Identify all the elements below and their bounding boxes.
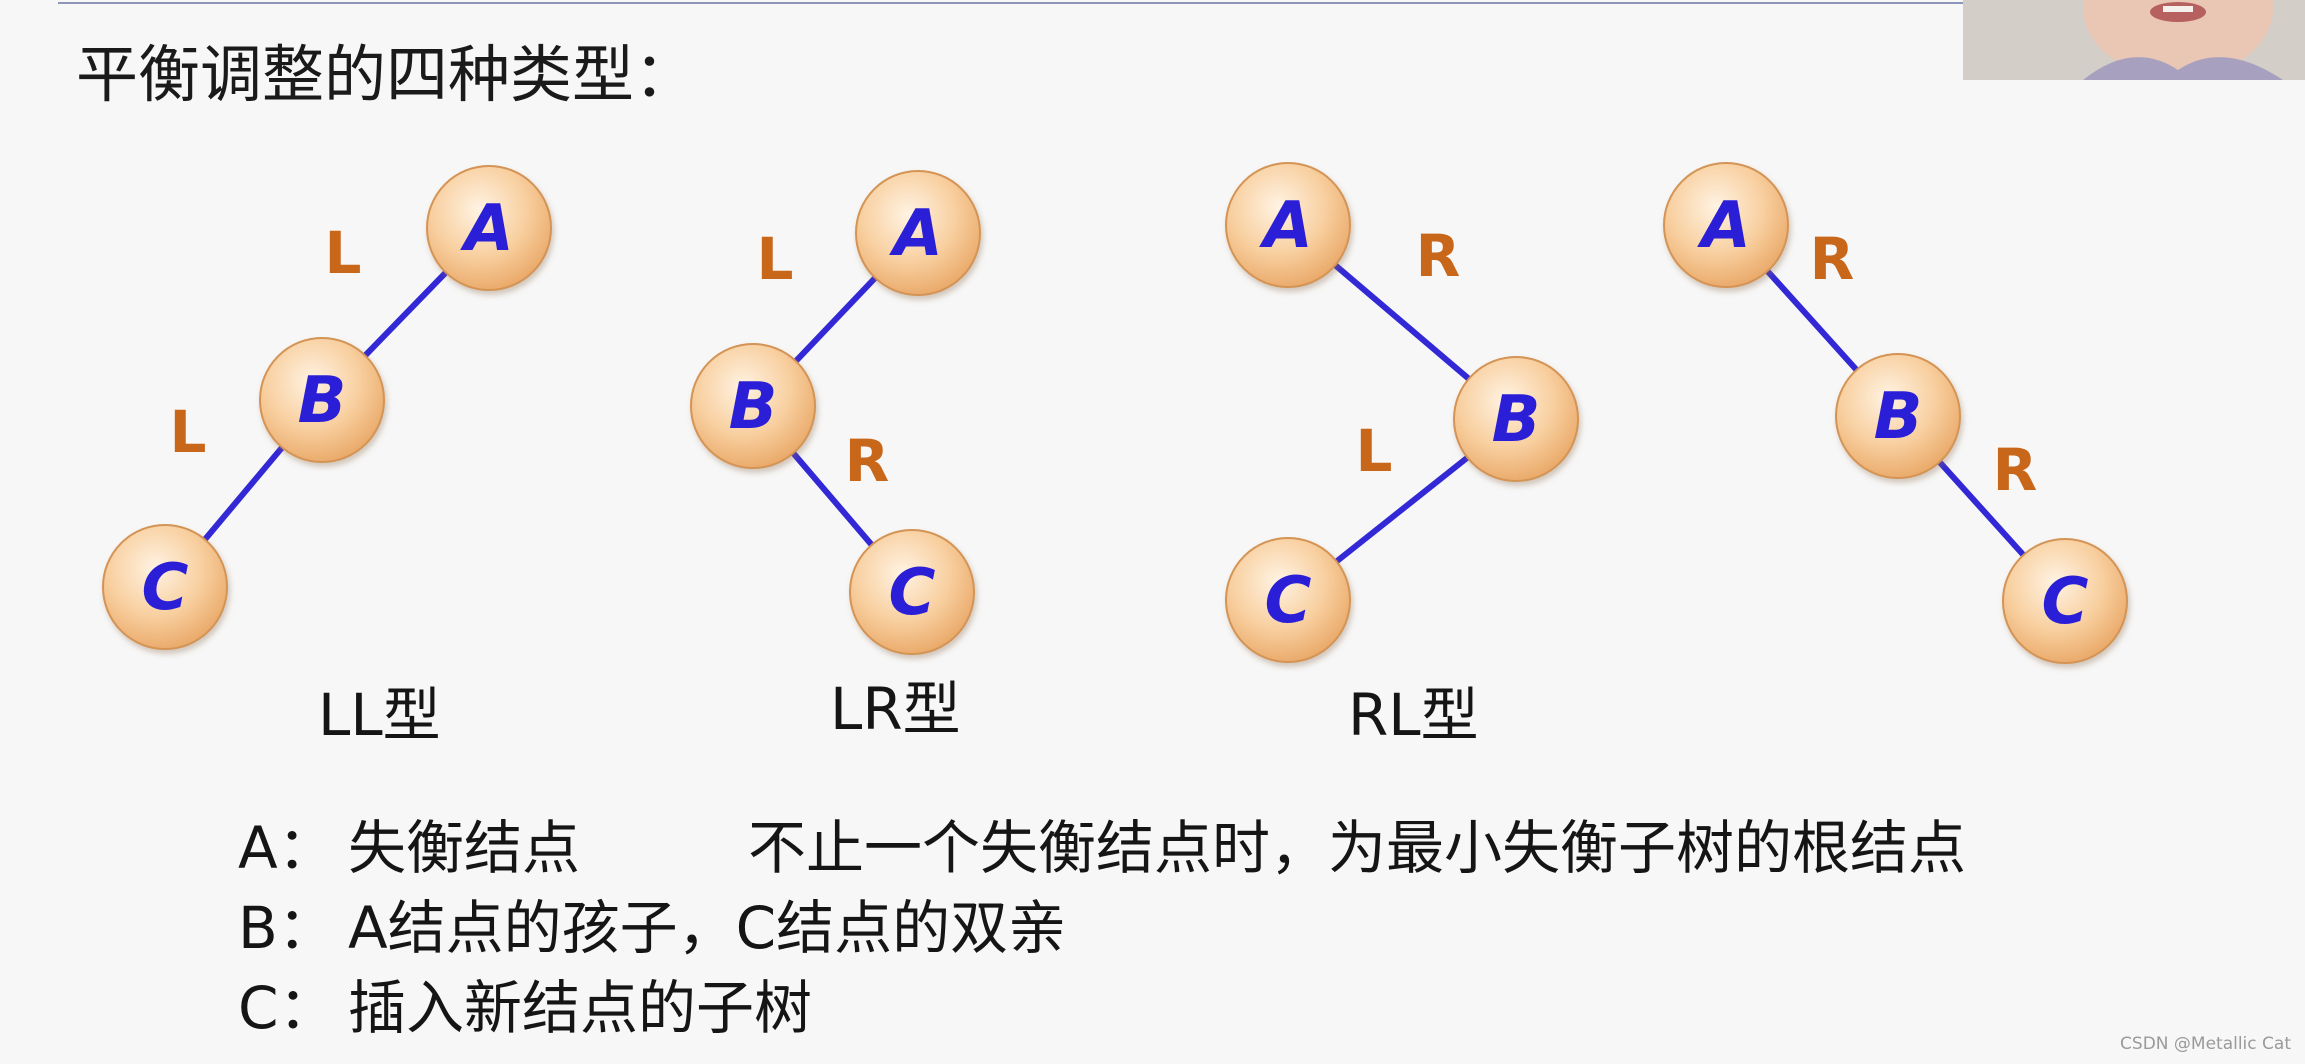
- tree-node-label: B: [1874, 380, 1923, 454]
- legend: A：失衡结点 不止一个失衡结点时，为最小失衡子树的根结点 B：A结点的孩子，C结…: [238, 808, 1966, 1048]
- tree-node: [1453, 356, 1579, 482]
- tree-node: [426, 165, 552, 291]
- tree-node-label: B: [729, 370, 778, 444]
- edge-direction-label: R: [1993, 436, 2038, 504]
- tree-node: [855, 170, 981, 296]
- tree-type-caption: LR型: [830, 675, 961, 743]
- edge-direction-label: R: [845, 427, 890, 495]
- tree-node: [849, 529, 975, 655]
- tree-edge: [202, 445, 285, 542]
- tree-edge: [793, 275, 878, 364]
- tree-node-label: A: [888, 197, 943, 271]
- page-title: 平衡调整的四种类型：: [76, 38, 697, 111]
- tree-node-label: B: [298, 364, 347, 438]
- top-divider: [58, 2, 1963, 4]
- tree-edge: [363, 270, 448, 358]
- tree-node: [102, 524, 228, 650]
- legend-row-a: A：失衡结点 不止一个失衡结点时，为最小失衡子树的根结点: [238, 808, 1966, 888]
- legend-row-b: B：A结点的孩子，C结点的双亲: [238, 888, 1066, 968]
- edge-direction-label: R: [1810, 225, 1855, 293]
- tree-node-label: C: [1265, 564, 1312, 638]
- tree-2: L R A B C: [690, 170, 981, 655]
- tree-node: [259, 337, 385, 463]
- presenter-video-thumbnail: [1963, 0, 2305, 80]
- tree-node: [690, 343, 816, 469]
- legend-key: C：: [238, 974, 337, 1042]
- legend-text: A结点的孩子，C结点的双亲: [348, 894, 1067, 962]
- tree-3: R L A B C: [1225, 162, 1579, 663]
- tree-node: [1663, 162, 1789, 288]
- edge-direction-label: L: [1356, 417, 1393, 485]
- legend-text: 失衡结点: [348, 814, 581, 882]
- legend-row-c: C：插入新结点的子树: [238, 968, 1066, 1048]
- legend-text: 插入新结点的子树: [348, 974, 813, 1042]
- tree-node: [1835, 353, 1961, 479]
- tree-edge: [1937, 460, 2026, 557]
- edge-direction-label: L: [170, 398, 207, 466]
- tree-node-label: C: [142, 551, 189, 625]
- tree-1: L L A B C: [102, 165, 552, 650]
- edge-direction-label: L: [757, 225, 794, 293]
- tree-edge: [1765, 269, 1859, 372]
- tree-node: [2002, 538, 2128, 664]
- edge-direction-label: R: [1416, 222, 1461, 290]
- tree-edge: [791, 451, 874, 547]
- tree-node-label: B: [1492, 383, 1541, 457]
- watermark: CSDN @Metallic Cat: [2120, 1034, 2291, 1054]
- tree-node-label: A: [1258, 189, 1313, 263]
- tree-type-caption: RL型: [1348, 681, 1479, 749]
- tree-node-label: C: [889, 556, 936, 630]
- legend-key: B：: [238, 894, 336, 962]
- tree-node-label: A: [1696, 189, 1751, 263]
- tree-edge: [1334, 455, 1470, 564]
- tree-edge: [1333, 262, 1471, 382]
- tree-node-label: C: [2042, 565, 2089, 639]
- tree-node: [1225, 537, 1351, 663]
- edge-direction-label: L: [325, 219, 362, 287]
- tree-node: [1225, 162, 1351, 288]
- legend-note: 不止一个失衡结点时，为最小失衡子树的根结点: [748, 814, 1967, 882]
- legend-key: A：: [238, 814, 336, 882]
- tree-type-caption: LL型: [318, 681, 441, 749]
- tree-node-label: A: [459, 192, 514, 266]
